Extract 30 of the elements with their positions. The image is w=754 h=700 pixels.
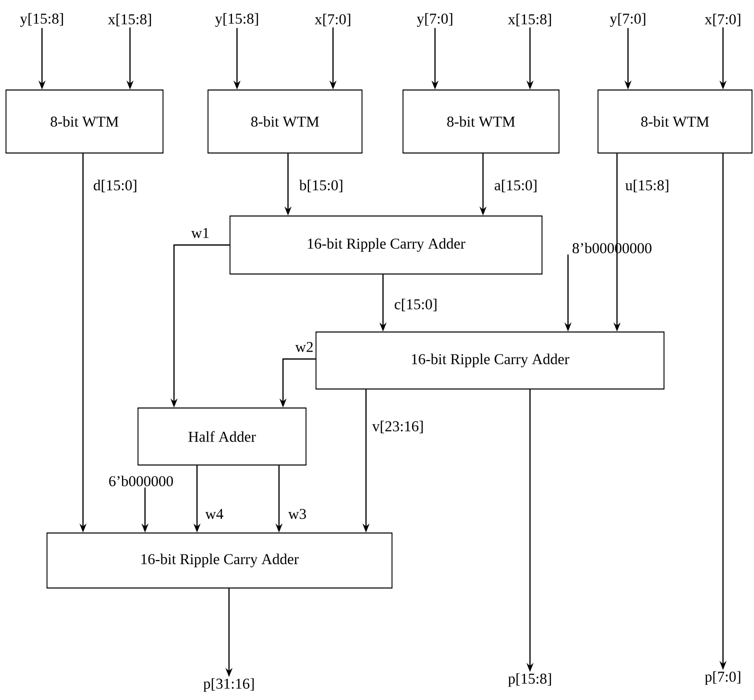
signal-label: x[7:0]	[314, 14, 350, 26]
edge-label: c[15:0]	[394, 298, 436, 312]
edge-label: w1	[191, 228, 209, 238]
multiplier-box: 8-bit WTM	[402, 90, 560, 154]
ripple-carry-adder-box: 16-bit Ripple Carry Adder	[230, 216, 542, 274]
half-adder-box: Half Adder	[138, 408, 306, 466]
edge-label: d[15:0]	[94, 180, 136, 192]
multiplier-box: 8-bit WTM	[208, 90, 362, 154]
edge-label: a[15:0]	[494, 180, 536, 192]
signal-label: x[7:0]	[704, 14, 740, 26]
signal-label: 6’b000000	[109, 476, 173, 486]
signal-label: x[15:8]	[108, 14, 151, 26]
edge-label: w2	[295, 342, 313, 352]
edge-label: b[15:0]	[299, 180, 342, 192]
edge-label: u[15:8]	[625, 180, 668, 192]
edge-label: w4	[205, 509, 224, 519]
edge-label: v[23:16]	[372, 420, 423, 434]
signal-label: y[7:0]	[416, 13, 452, 27]
signal-label: p[7:0]	[704, 671, 740, 685]
edge-label: w3	[288, 508, 306, 520]
multiplier-box: 8-bit WTM	[598, 90, 752, 154]
signal-label: p[31:16]	[203, 678, 254, 692]
ripple-carry-adder-box: 16-bit Ripple Carry Adder	[46, 532, 392, 588]
signal-label: y[7:0]	[610, 13, 646, 27]
multiplier-box: 8-bit WTM	[6, 90, 164, 154]
signal-label: y[15:8]	[215, 13, 258, 27]
signal-label: x[15:8]	[508, 14, 551, 26]
signal-label: p[15:8]	[508, 673, 551, 687]
ripple-carry-adder-box: 16-bit Ripple Carry Adder	[316, 332, 664, 390]
signal-label: y[15:8]	[20, 13, 63, 27]
